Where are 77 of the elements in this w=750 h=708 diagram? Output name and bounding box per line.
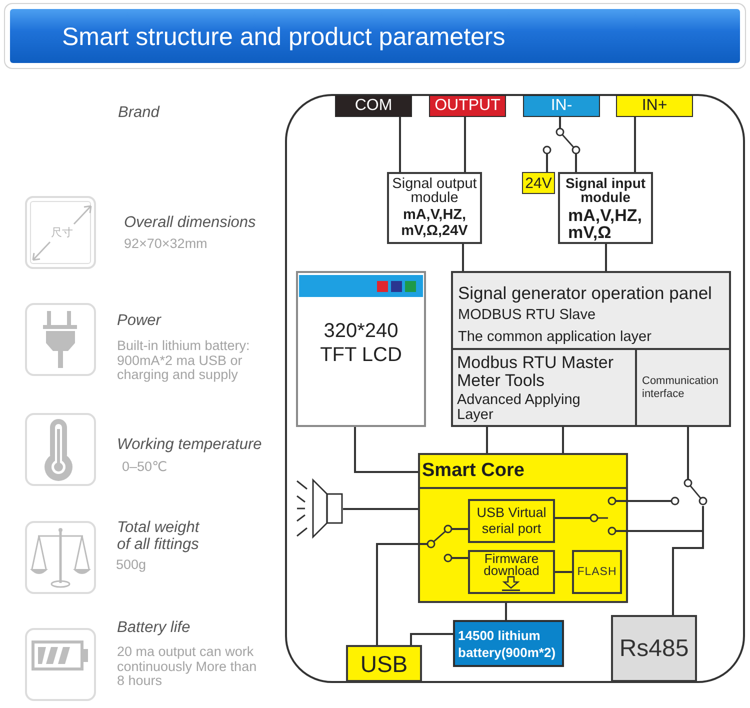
connection-line [452, 528, 468, 530]
spec-value: 500g [116, 558, 146, 572]
connection-line [687, 427, 689, 479]
switch-symbol [543, 128, 580, 154]
panel-box [451, 271, 731, 427]
port-box [611, 615, 697, 682]
page-title: Smart structure and product parameters [62, 23, 506, 52]
connection-line [616, 500, 671, 502]
function-name: USB Virtual serial port [476, 505, 548, 537]
terminal-name: IN- [550, 97, 572, 115]
icon-caption: 尺寸 [51, 227, 73, 239]
spec-value: 92×70×32mm [124, 237, 208, 252]
core-title: Smart Core [422, 460, 524, 482]
spec-value: Built-in lithium battery: 900mA*2 ma USB or charging and supply [117, 339, 251, 382]
connection-line [343, 508, 418, 510]
module-box [387, 172, 482, 244]
connection-line [605, 244, 607, 271]
spec-title: Power [117, 313, 161, 330]
terminal-block [616, 95, 693, 117]
switch-symbol [590, 497, 616, 535]
spec-value: 0–50℃ [122, 460, 168, 474]
function-box [468, 550, 555, 594]
switch-symbol [671, 479, 707, 506]
connection-line [452, 557, 468, 559]
connection-line [555, 517, 590, 519]
spec-title: Working temperature [117, 437, 262, 454]
connection-line [464, 117, 466, 172]
switch-symbol [427, 525, 452, 562]
connection-line [672, 506, 704, 615]
connection-line [562, 427, 564, 453]
function-box [468, 499, 555, 543]
module-specs: mA,V,HZ, mV,Ω,24V [400, 207, 469, 239]
connection-line [559, 117, 561, 128]
module-box [558, 172, 653, 244]
memory-box [572, 550, 622, 594]
module-name: Signal input module [564, 176, 647, 204]
spec-title: Brand [118, 105, 160, 122]
panel-subtitle: MODBUS RTU Slave [458, 306, 597, 325]
speaker-icon [296, 478, 343, 539]
module-specs: mA,V,HZ, mV,Ω [567, 206, 644, 240]
connection-line [575, 154, 577, 172]
port-name: USB [360, 650, 408, 676]
terminal-block [523, 95, 600, 117]
panel-subtitle: The common application layer [458, 328, 652, 347]
spec-title: Total weight of all fittings [117, 520, 201, 553]
lcd-screen [296, 271, 426, 427]
connection-line [486, 427, 488, 453]
connection-line [555, 571, 572, 573]
terminal-block [335, 95, 412, 117]
layer-subtitle: Advanced Applying Layer [457, 393, 582, 423]
panel-title: Signal generator operation panel [458, 282, 713, 304]
connection-line [462, 244, 464, 271]
spec-title: Overall dimensions [124, 215, 256, 232]
battery-box [453, 620, 564, 667]
battery-spec: 14500 lithium battery(900m*2) [458, 626, 557, 660]
port-name: Rs485 [619, 634, 689, 662]
function-name: Firmware download [482, 552, 540, 577]
terminal-name: COM [354, 97, 392, 115]
spec-value: 20 ma output can work continuously More than 8 hours [117, 645, 258, 688]
memory-name: FLASH [577, 565, 617, 579]
terminal-block [429, 95, 506, 117]
connection-line [399, 117, 401, 172]
display-spec: 320*240 TFT LCD [319, 319, 403, 367]
spec-title: Battery life [117, 620, 190, 636]
terminal-name: OUTPUT [434, 97, 500, 115]
connection-line [376, 543, 427, 645]
connection-line [546, 154, 548, 172]
port-box [346, 645, 422, 682]
connection-line [354, 427, 418, 473]
layer-title: Modbus RTU Master Meter Tools [457, 354, 615, 390]
core-chip [418, 453, 628, 603]
connection-line [634, 117, 636, 172]
connection-line [410, 633, 453, 645]
connection-line [505, 603, 507, 620]
voltage-value: 24V [525, 174, 552, 192]
terminal-name: IN+ [642, 97, 668, 115]
interface-name: Communication interface [642, 374, 720, 400]
